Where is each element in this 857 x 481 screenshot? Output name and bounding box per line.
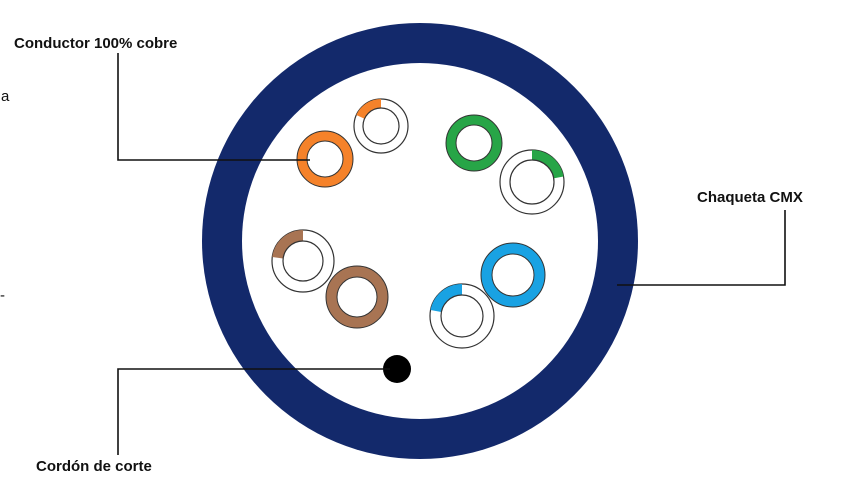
ripcord-leader-line — [117, 368, 390, 455]
edge-dash-fragment: - — [0, 287, 5, 304]
blue-white-conductor — [429, 283, 495, 349]
jacket-label: Chaqueta CMX — [697, 189, 803, 206]
orange-white-conductor — [353, 98, 409, 154]
blue-conductor — [480, 242, 546, 308]
orange-pair — [296, 98, 409, 188]
green-conductor — [445, 114, 503, 172]
jacket-leader-line — [617, 210, 786, 286]
green-pair — [445, 114, 565, 215]
blue-pair — [429, 242, 546, 349]
orange-stripe — [356, 98, 381, 119]
brown-pair — [271, 229, 389, 329]
conductor-leader-line — [117, 53, 310, 161]
ripcord — [383, 355, 411, 383]
blue-stripe — [430, 283, 462, 312]
brown-conductor — [325, 265, 389, 329]
conductor-label: Conductor 100% cobre — [14, 35, 178, 52]
brown-stripe — [272, 229, 303, 259]
brown-white-conductor — [271, 229, 335, 293]
edge-text-fragment: a — [1, 88, 10, 105]
ripcord-label: Cordón de corte — [36, 458, 152, 475]
green-stripe — [532, 150, 564, 179]
orange-conductor — [296, 130, 354, 188]
green-white-conductor — [499, 149, 565, 215]
